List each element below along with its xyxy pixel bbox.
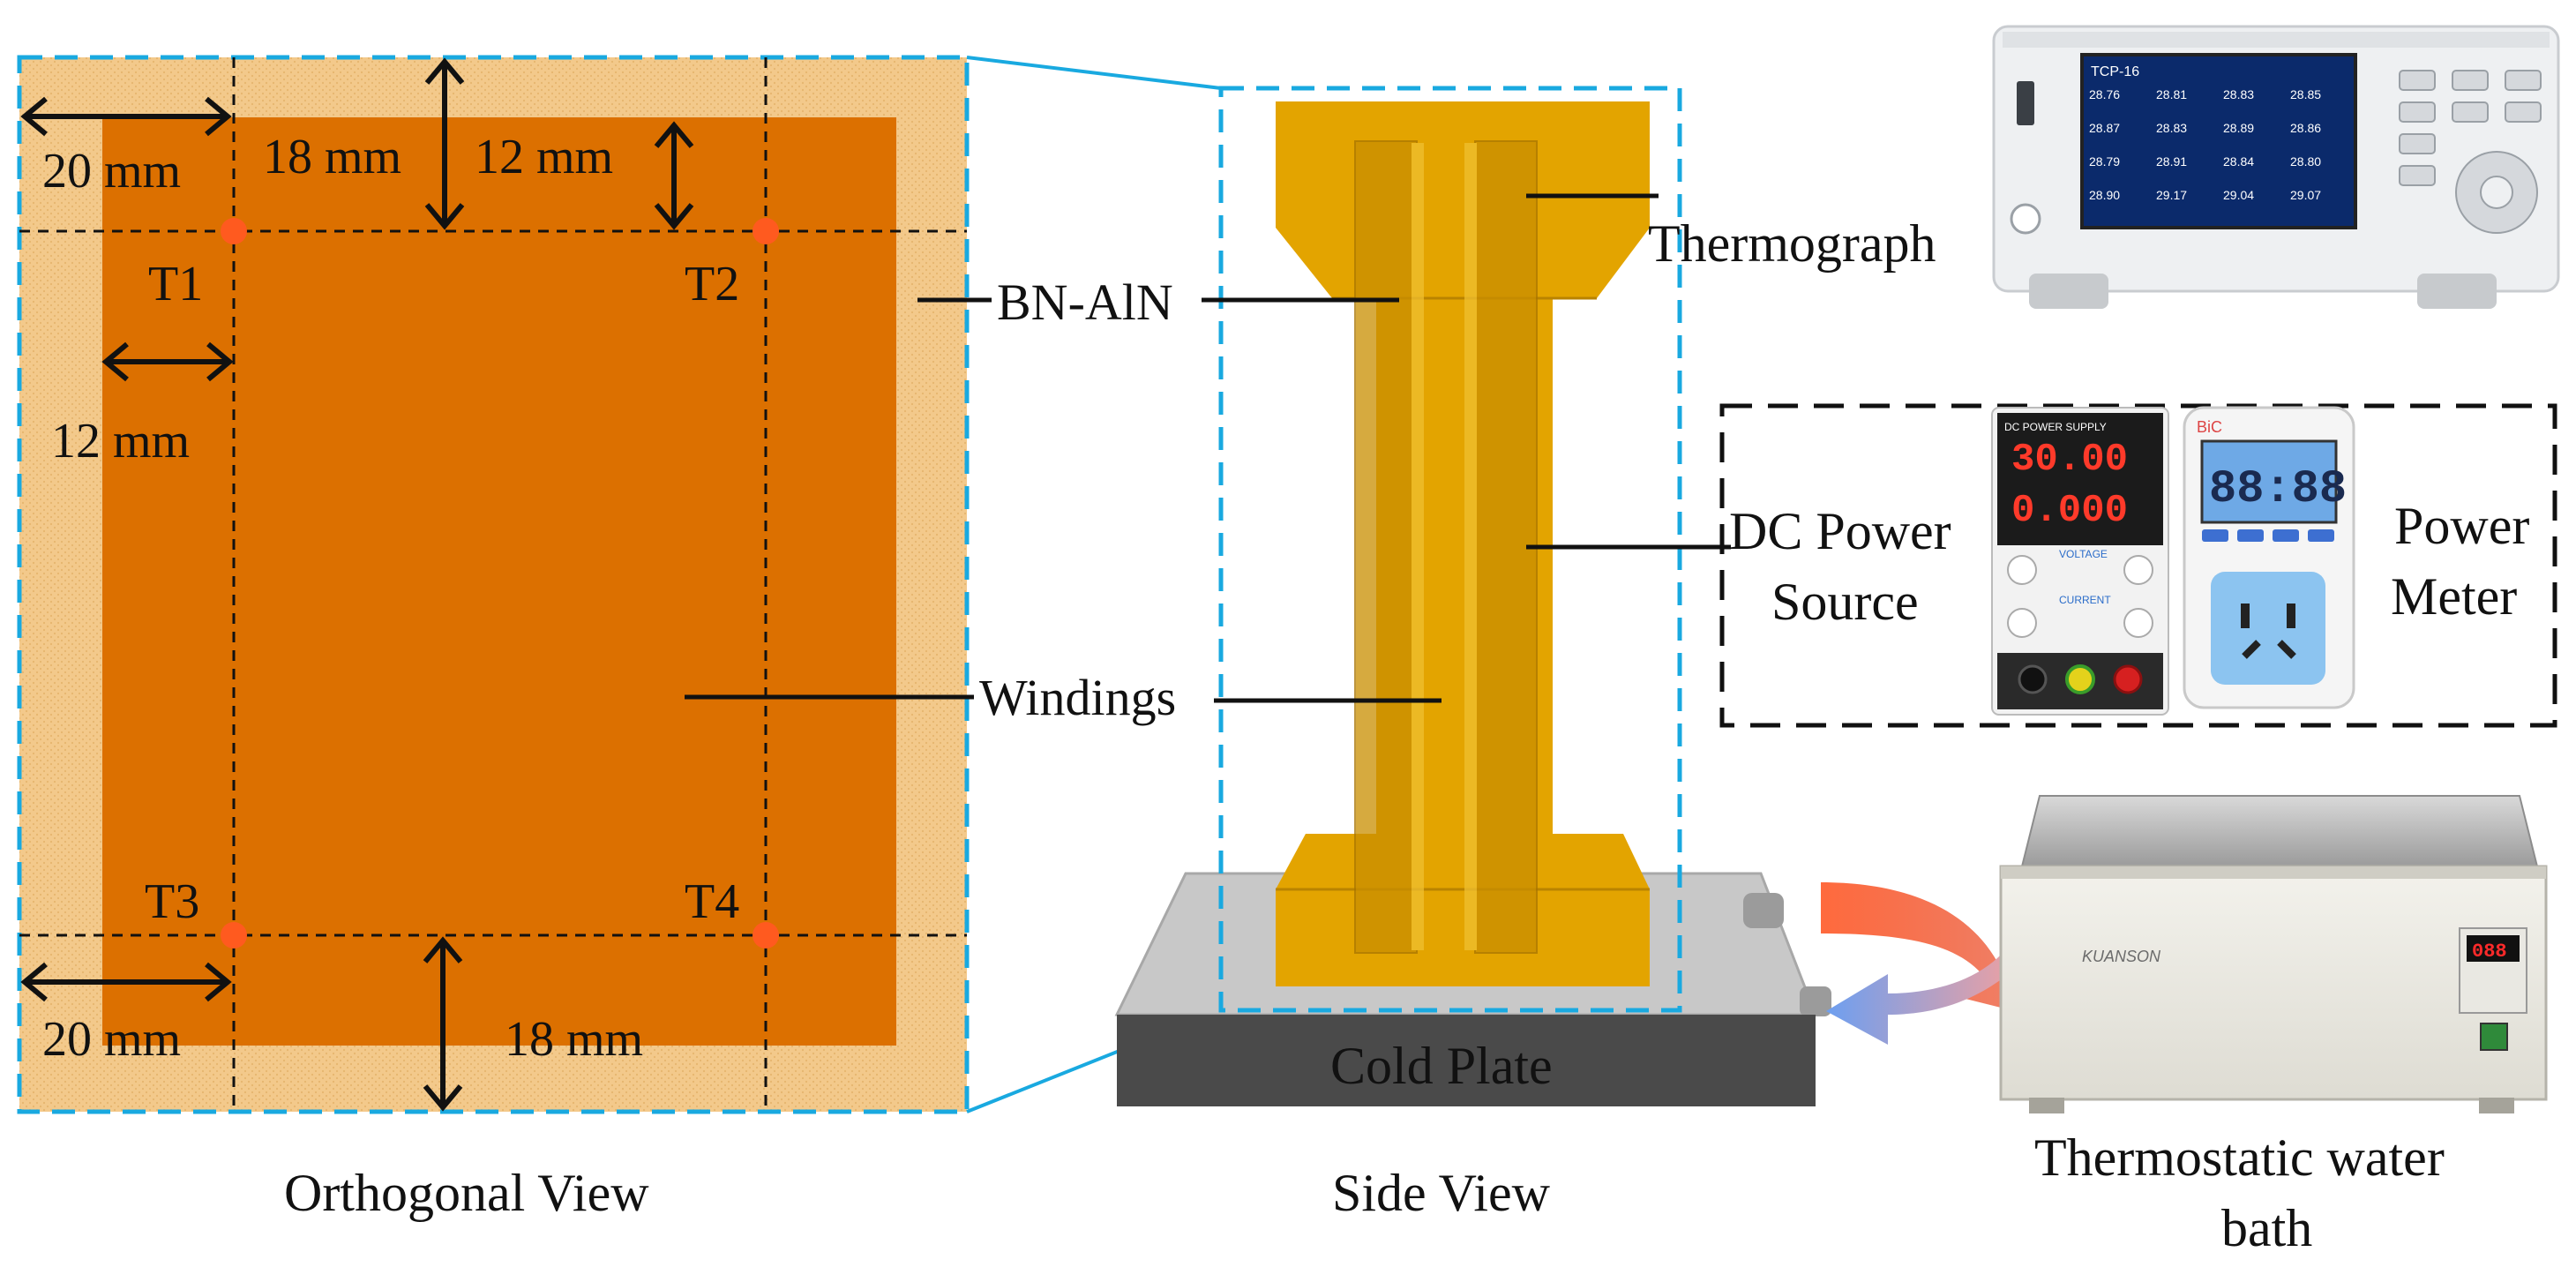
dc-current-label: CURRENT — [2059, 594, 2111, 606]
cold-plate-fitting-2 — [1800, 986, 1831, 1016]
reading-7: 28.89 — [2223, 121, 2254, 135]
thermograph-screen-title: TCP-16 — [2091, 64, 2139, 79]
power-meter-device: BiC 88:88 — [2183, 406, 2355, 709]
power-equipment-frame — [1719, 403, 2557, 728]
power-meter-readout: 88:88 — [2209, 463, 2347, 515]
cold-plate-front — [1117, 1015, 1816, 1106]
dc-power-supply: DC POWER SUPPLY 30.00 0.000 VOLTAGE CURR… — [1991, 407, 2169, 716]
reading-3: 28.83 — [2223, 87, 2254, 101]
sensor-t2-dot — [753, 218, 779, 244]
side-view: Cold Plate BN-AlN Windings Side View — [685, 86, 1831, 1222]
thermograph-label: Thermograph — [1648, 214, 1936, 273]
sensor-t3-label: T3 — [145, 874, 199, 929]
reading-11: 28.84 — [2223, 154, 2254, 169]
dc-current-fine-knob-icon — [2123, 608, 2153, 638]
sensor-t4-dot — [753, 922, 779, 948]
dc-power-label-line1: DC Power — [1729, 502, 1951, 560]
dc-voltage-readout: 30.00 — [2011, 438, 2128, 482]
dim-arrow-12mm-left — [101, 341, 234, 382]
dc-voltage-label: VOLTAGE — [2059, 548, 2108, 560]
bn-aln-core — [1276, 101, 1650, 986]
reading-15: 29.04 — [2223, 188, 2254, 202]
orthogonal-frame — [17, 55, 970, 1114]
terminal-green-icon — [2065, 664, 2095, 694]
dim-label-20mm-top: 20 mm — [42, 144, 181, 199]
reading-5: 28.87 — [2089, 121, 2120, 135]
reading-8: 28.86 — [2290, 121, 2321, 135]
dim-label-12mm-left: 12 mm — [51, 414, 190, 469]
dim-arrow-18mm-top — [424, 57, 465, 230]
water-bath-device: KUANSON 088 Thermostatic water bath — [1999, 795, 2548, 1257]
sensor-t3-dot — [221, 922, 247, 948]
reading-14: 29.17 — [2156, 188, 2187, 202]
power-equipment-group: DC POWER SUPPLY 30.00 0.000 VOLTAGE CURR… — [1719, 403, 2557, 728]
reading-1: 28.76 — [2089, 87, 2120, 101]
socket-pin-bottom-left-icon — [2242, 640, 2261, 659]
sensor-t2-label: T2 — [685, 257, 739, 311]
bn-aln-label: BN-AlN — [997, 274, 1173, 331]
reading-12: 28.80 — [2290, 154, 2321, 169]
water-bath-display: 088 — [2472, 941, 2507, 963]
dim-label-20mm-bottom: 20 mm — [42, 1012, 181, 1067]
cold-flow-arrow — [1826, 953, 2020, 1045]
socket-pin-bottom-right-icon — [2277, 640, 2296, 659]
sensor-t4-label: T4 — [685, 874, 739, 929]
reading-13: 28.90 — [2089, 188, 2120, 202]
thermograph-readings: 28.76 28.81 28.83 28.85 28.87 28.83 28.8… — [2089, 87, 2321, 202]
thermograph-power-icon — [2010, 203, 2041, 235]
water-bath-label-line1: Thermostatic water — [2034, 1128, 2445, 1187]
reading-16: 29.07 — [2290, 188, 2321, 202]
dim-arrow-18mm-bottom — [423, 936, 463, 1112]
reading-6: 28.83 — [2156, 121, 2187, 135]
reading-9: 28.79 — [2089, 154, 2120, 169]
winding-area — [102, 117, 896, 1046]
thermograph-keypad — [2399, 70, 2542, 234]
dc-power-label-line2: Source — [1771, 573, 1919, 631]
side-view-caption: Side View — [1332, 1164, 1551, 1222]
socket-pin-left-icon — [2241, 604, 2250, 628]
reading-4: 28.85 — [2290, 87, 2321, 101]
zoom-line-top — [966, 56, 1222, 90]
dim-arrow-12mm-top — [654, 121, 694, 230]
dc-current-readout: 0.000 — [2011, 489, 2128, 533]
power-meter-label-line2: Meter — [2391, 567, 2517, 626]
socket-pin-right-icon — [2287, 604, 2295, 628]
terminal-red-icon — [2113, 664, 2143, 694]
dim-label-18mm-top: 18 mm — [263, 130, 401, 184]
orthogonal-view: T1 T2 T3 T4 — [17, 55, 970, 1222]
reading-10: 28.91 — [2156, 154, 2187, 169]
cold-plate-fitting-1 — [1743, 893, 1784, 928]
water-bath-brand: KUANSON — [2082, 948, 2161, 965]
hot-flow-arrow — [1821, 882, 2029, 1015]
sensor-t1-dot — [221, 218, 247, 244]
dim-label-18mm-bottom: 18 mm — [505, 1012, 643, 1067]
dc-current-knob-icon — [2007, 608, 2037, 638]
dim-arrow-20mm-bottom — [20, 962, 232, 1002]
dim-label-12mm-top: 12 mm — [475, 130, 613, 184]
windings-label: Windings — [979, 669, 1176, 726]
water-bath-label-line2: bath — [2221, 1199, 2312, 1257]
cold-plate-label: Cold Plate — [1330, 1037, 1553, 1095]
dc-voltage-knob-icon — [2007, 555, 2037, 585]
orthogonal-view-caption: Orthogonal View — [284, 1164, 649, 1222]
dim-arrow-20mm-top — [20, 96, 232, 137]
power-meter-brand: BiC — [2197, 418, 2222, 436]
water-bath-power-switch-icon — [2480, 1023, 2508, 1051]
dc-voltage-fine-knob-icon — [2123, 555, 2153, 585]
thermograph-screen — [2080, 53, 2357, 229]
power-meter-label-line1: Power — [2394, 497, 2529, 555]
socket-faceplate — [2211, 572, 2325, 685]
reading-2: 28.81 — [2156, 87, 2187, 101]
thermograph-device: TCP-16 28.76 28.81 28.83 28.85 28.87 28.… — [1648, 25, 2560, 309]
terminal-black-icon — [2018, 664, 2048, 694]
dc-supply-header: DC POWER SUPPLY — [2004, 421, 2107, 433]
sensor-t1-label: T1 — [148, 257, 203, 311]
